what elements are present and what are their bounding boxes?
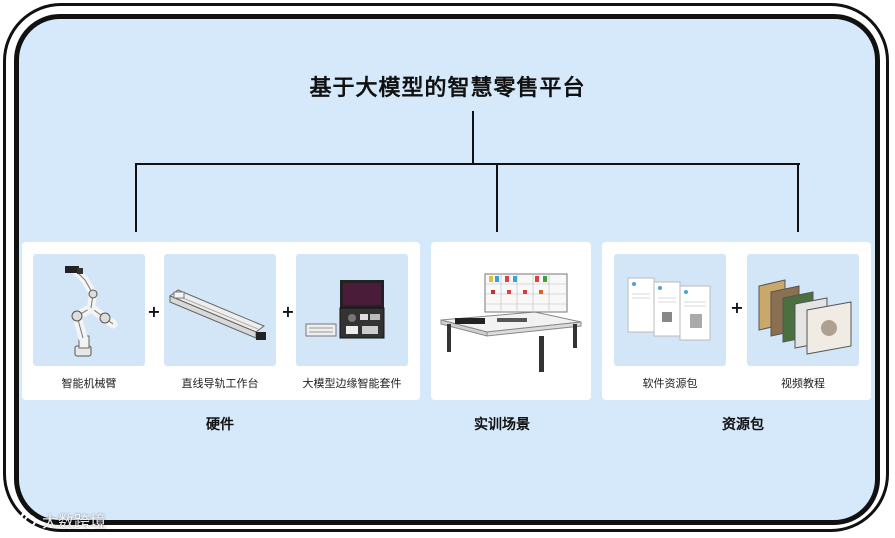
branch-scene: [496, 163, 498, 232]
watermark: 大数跨境: [8, 508, 106, 532]
trunk-line: [472, 111, 474, 165]
video-stack-icon: [758, 279, 852, 355]
resources-panel: 软件资源包 + 视频教程: [602, 242, 871, 400]
edge-ai-kit-card: [296, 254, 408, 366]
plus-sign: +: [281, 302, 295, 321]
edge-ai-kit-icon: [305, 280, 385, 339]
robot-arm-icon: [65, 266, 118, 357]
training-table-icon: [440, 273, 582, 372]
plus-sign: +: [730, 298, 744, 317]
linear-rail-card: [164, 254, 276, 366]
hardware-panel: 智能机械臂 + 直线导轨工作台 + 大模型边缘智能套件: [22, 242, 420, 400]
brand-logo-icon: [10, 511, 36, 529]
linear-rail-icon: [169, 289, 266, 340]
documents-icon: [627, 277, 711, 341]
software-label: 软件资源包: [642, 377, 698, 390]
video-card: [747, 254, 859, 366]
robot-arm-card: [33, 254, 145, 366]
scene-panel: [431, 242, 591, 400]
watermark-text: 大数跨境: [42, 512, 107, 531]
edge-ai-kit-label: 大模型边缘智能套件: [302, 377, 402, 390]
software-card: [614, 254, 726, 366]
resources-group-label: 资源包: [722, 417, 764, 433]
plus-sign: +: [147, 302, 161, 321]
branch-hardware: [135, 163, 137, 232]
scene-group-label: 实训场景: [474, 417, 530, 433]
diagram-title: 基于大模型的智慧零售平台: [309, 76, 586, 101]
branch-resources: [797, 163, 799, 232]
hardware-group-label: 硬件: [206, 417, 234, 433]
robot-arm-label: 智能机械臂: [61, 377, 117, 390]
linear-rail-label: 直线导轨工作台: [181, 377, 259, 390]
video-label: 视频教程: [781, 377, 825, 390]
branch-bar: [135, 163, 800, 165]
